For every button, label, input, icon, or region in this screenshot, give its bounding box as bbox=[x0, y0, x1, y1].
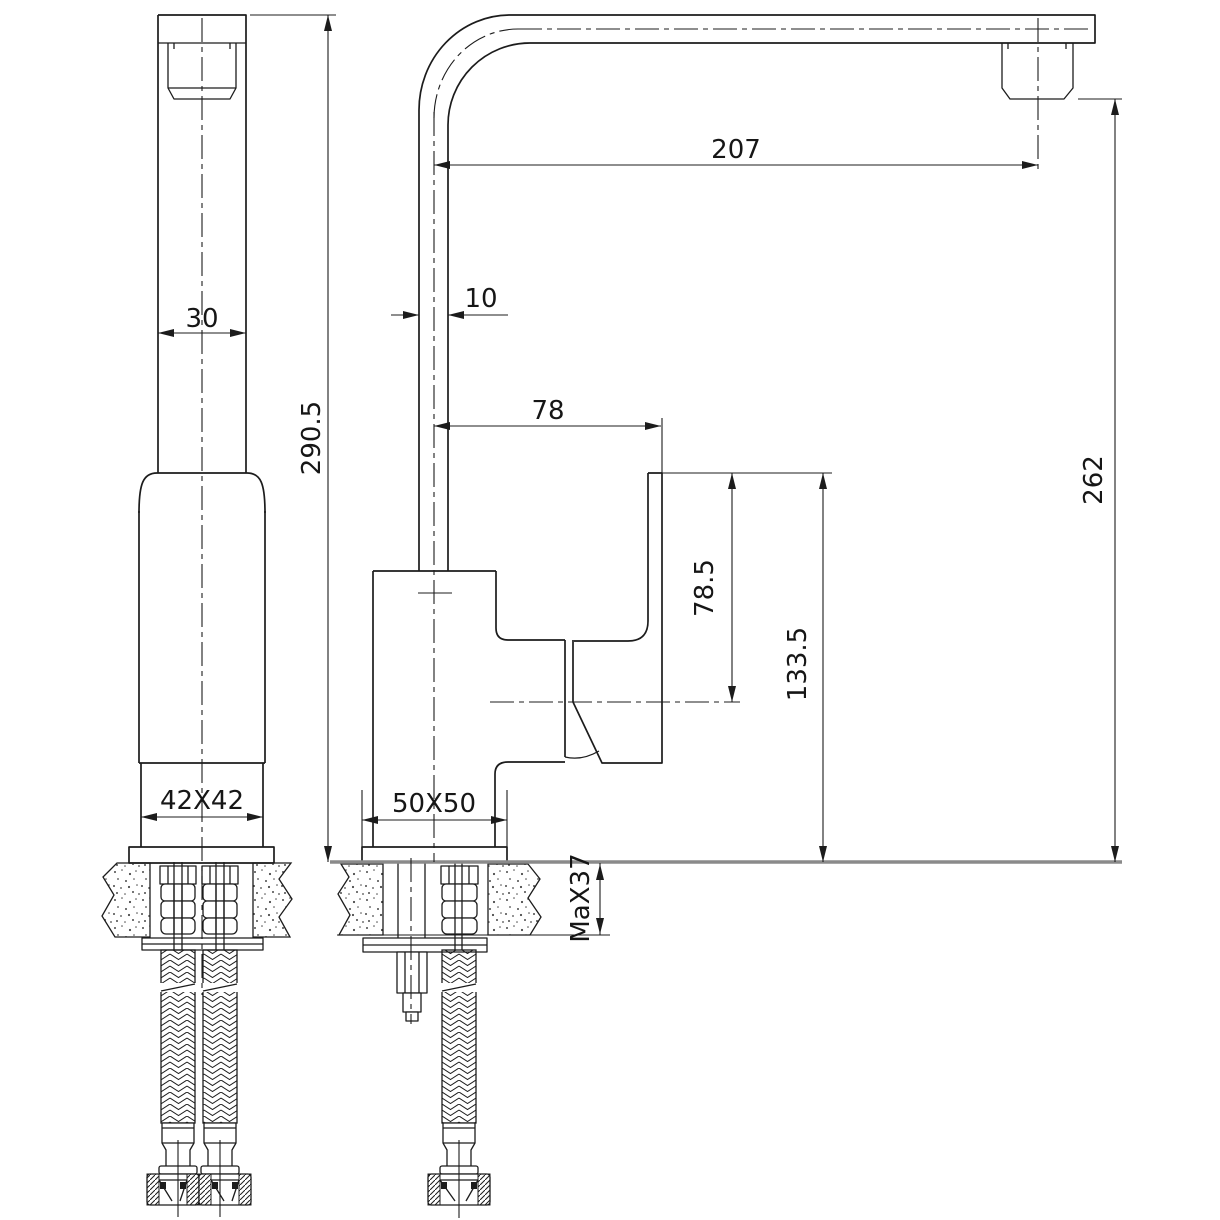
side-nozzle bbox=[1001, 43, 1074, 100]
hose-nut bbox=[146, 1173, 200, 1206]
dim-label-max-deck-thickness: MaX37 bbox=[566, 853, 596, 942]
supply-connector bbox=[440, 865, 479, 935]
side-supply-hose bbox=[427, 949, 491, 1218]
dim-label-spout-reach: 207 bbox=[711, 135, 761, 165]
dim-label-outlet-height: 262 bbox=[1079, 455, 1109, 505]
dim-label-spout-width: 30 bbox=[185, 304, 218, 334]
front-supply-hoses bbox=[146, 949, 252, 1217]
dim-label-body-section: 42X42 bbox=[160, 786, 244, 816]
countertop-slab-left bbox=[101, 862, 151, 938]
countertop-slab-left bbox=[337, 863, 384, 936]
side-countertop-section bbox=[330, 860, 1122, 1022]
front-countertop-section bbox=[101, 862, 293, 951]
dim-label-handle-top-to-pivot: 78.5 bbox=[690, 559, 720, 617]
countertop-slab-right bbox=[487, 863, 542, 936]
dimension-annotations: 30 42X42 50X50 10 78 207 290.5 262 133.5… bbox=[141, 14, 1122, 943]
hose-nut bbox=[198, 1173, 252, 1206]
braided-hose bbox=[158, 949, 198, 1175]
dim-label-overall-height: 290.5 bbox=[297, 401, 327, 475]
side-handle bbox=[564, 472, 663, 764]
centerlines bbox=[201, 18, 1088, 1024]
mounting-stud bbox=[362, 862, 488, 1022]
dim-label-base-section: 50X50 bbox=[392, 789, 476, 819]
side-body bbox=[372, 570, 565, 847]
braided-hose bbox=[439, 949, 479, 1175]
dim-label-handle-offset: 78 bbox=[531, 396, 564, 426]
supply-pipes bbox=[173, 862, 225, 950]
front-spout-column bbox=[157, 14, 247, 473]
braided-hose bbox=[200, 949, 240, 1175]
dim-label-pipe-width: 10 bbox=[464, 284, 497, 314]
countertop-slab-right bbox=[252, 862, 293, 938]
supply-connector bbox=[201, 865, 239, 935]
dim-label-handle-top-to-deck: 133.5 bbox=[783, 627, 813, 701]
side-spout-arm bbox=[418, 14, 1096, 571]
supply-pipes bbox=[454, 862, 463, 950]
supply-connector bbox=[159, 865, 197, 935]
